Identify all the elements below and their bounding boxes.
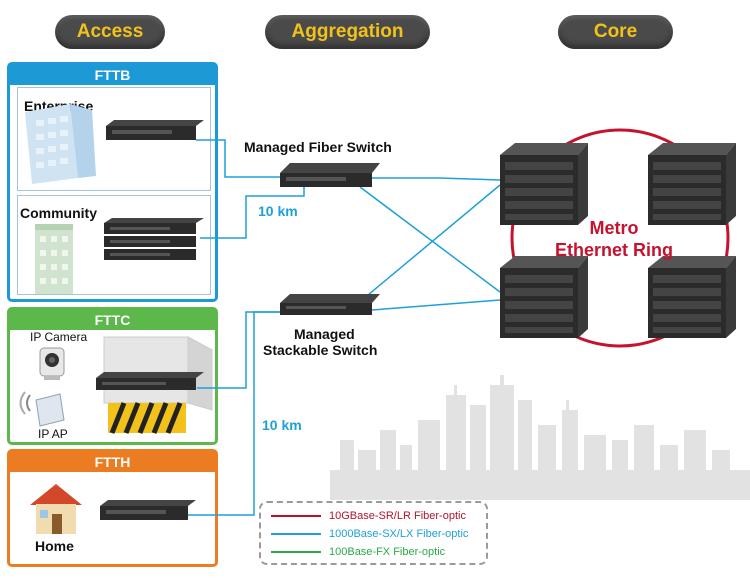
managed-stackable-switch-label-line2: Stackable Switch <box>263 342 378 358</box>
ip-ap-graphic <box>19 391 65 427</box>
metro-ring-label: Metro Ethernet Ring <box>555 217 673 261</box>
core-chassis-bottom-left <box>500 256 588 338</box>
distance-label-bottom: 10 km <box>262 417 302 433</box>
enterprise-building-graphic <box>25 104 96 184</box>
ip-ap-label: IP AP <box>38 427 68 441</box>
distance-label-top: 10 km <box>258 203 298 219</box>
core-chassis-top-left <box>500 143 588 225</box>
switch-community-stack <box>104 218 204 260</box>
tier-aggregation-label: Aggregation <box>265 15 430 49</box>
home-house-graphic <box>30 484 82 534</box>
legend-swatch-1g <box>271 533 321 535</box>
managed-fiber-switch-graphic <box>280 163 380 187</box>
legend-label-100m: 100Base-FX Fiber-optic <box>329 546 446 558</box>
legend-item-10g: 10GBase-SR/LR Fiber-optic <box>271 509 466 523</box>
core-chassis-bottom-right <box>648 256 736 338</box>
metro-ring-label-line1: Metro <box>589 218 639 238</box>
legend-label-1g: 1000Base-SX/LX Fiber-optic <box>329 528 469 540</box>
metro-ring-circle <box>510 128 730 348</box>
legend-box: 10GBase-SR/LR Fiber-optic 1000Base-SX/LX… <box>259 501 488 565</box>
tier-access-label: Access <box>55 15 165 49</box>
switch-ftth <box>100 500 196 520</box>
metro-ring-label-line2: Ethernet Ring <box>555 240 674 260</box>
fttb-title: FTTB <box>10 65 215 85</box>
legend-swatch-100m <box>271 551 321 553</box>
managed-stackable-switch-label-line1: Managed <box>294 326 355 342</box>
community-building-graphic <box>35 224 73 294</box>
ip-camera-graphic <box>39 347 65 380</box>
legend-swatch-10g <box>271 515 321 517</box>
legend-label-10g: 10GBase-SR/LR Fiber-optic <box>329 510 466 522</box>
tier-core-label: Core <box>558 15 673 49</box>
home-label: Home <box>35 538 74 554</box>
core-chassis-top-right <box>648 143 736 225</box>
legend-item-1g: 1000Base-SX/LX Fiber-optic <box>271 527 468 541</box>
switch-fttc <box>96 372 204 390</box>
ftth-title: FTTH <box>10 452 215 472</box>
fiber-links <box>187 139 501 516</box>
managed-fiber-switch-label: Managed Fiber Switch <box>244 139 392 155</box>
street-cabinet-graphic <box>103 336 213 434</box>
ip-camera-label: IP Camera <box>30 330 88 344</box>
community-label: Community <box>20 205 97 221</box>
switch-enterprise <box>106 120 204 140</box>
legend-item-100m: 100Base-FX Fiber-optic <box>271 545 445 559</box>
fttc-title: FTTC <box>10 310 215 330</box>
managed-stackable-switch-graphic <box>280 294 380 315</box>
